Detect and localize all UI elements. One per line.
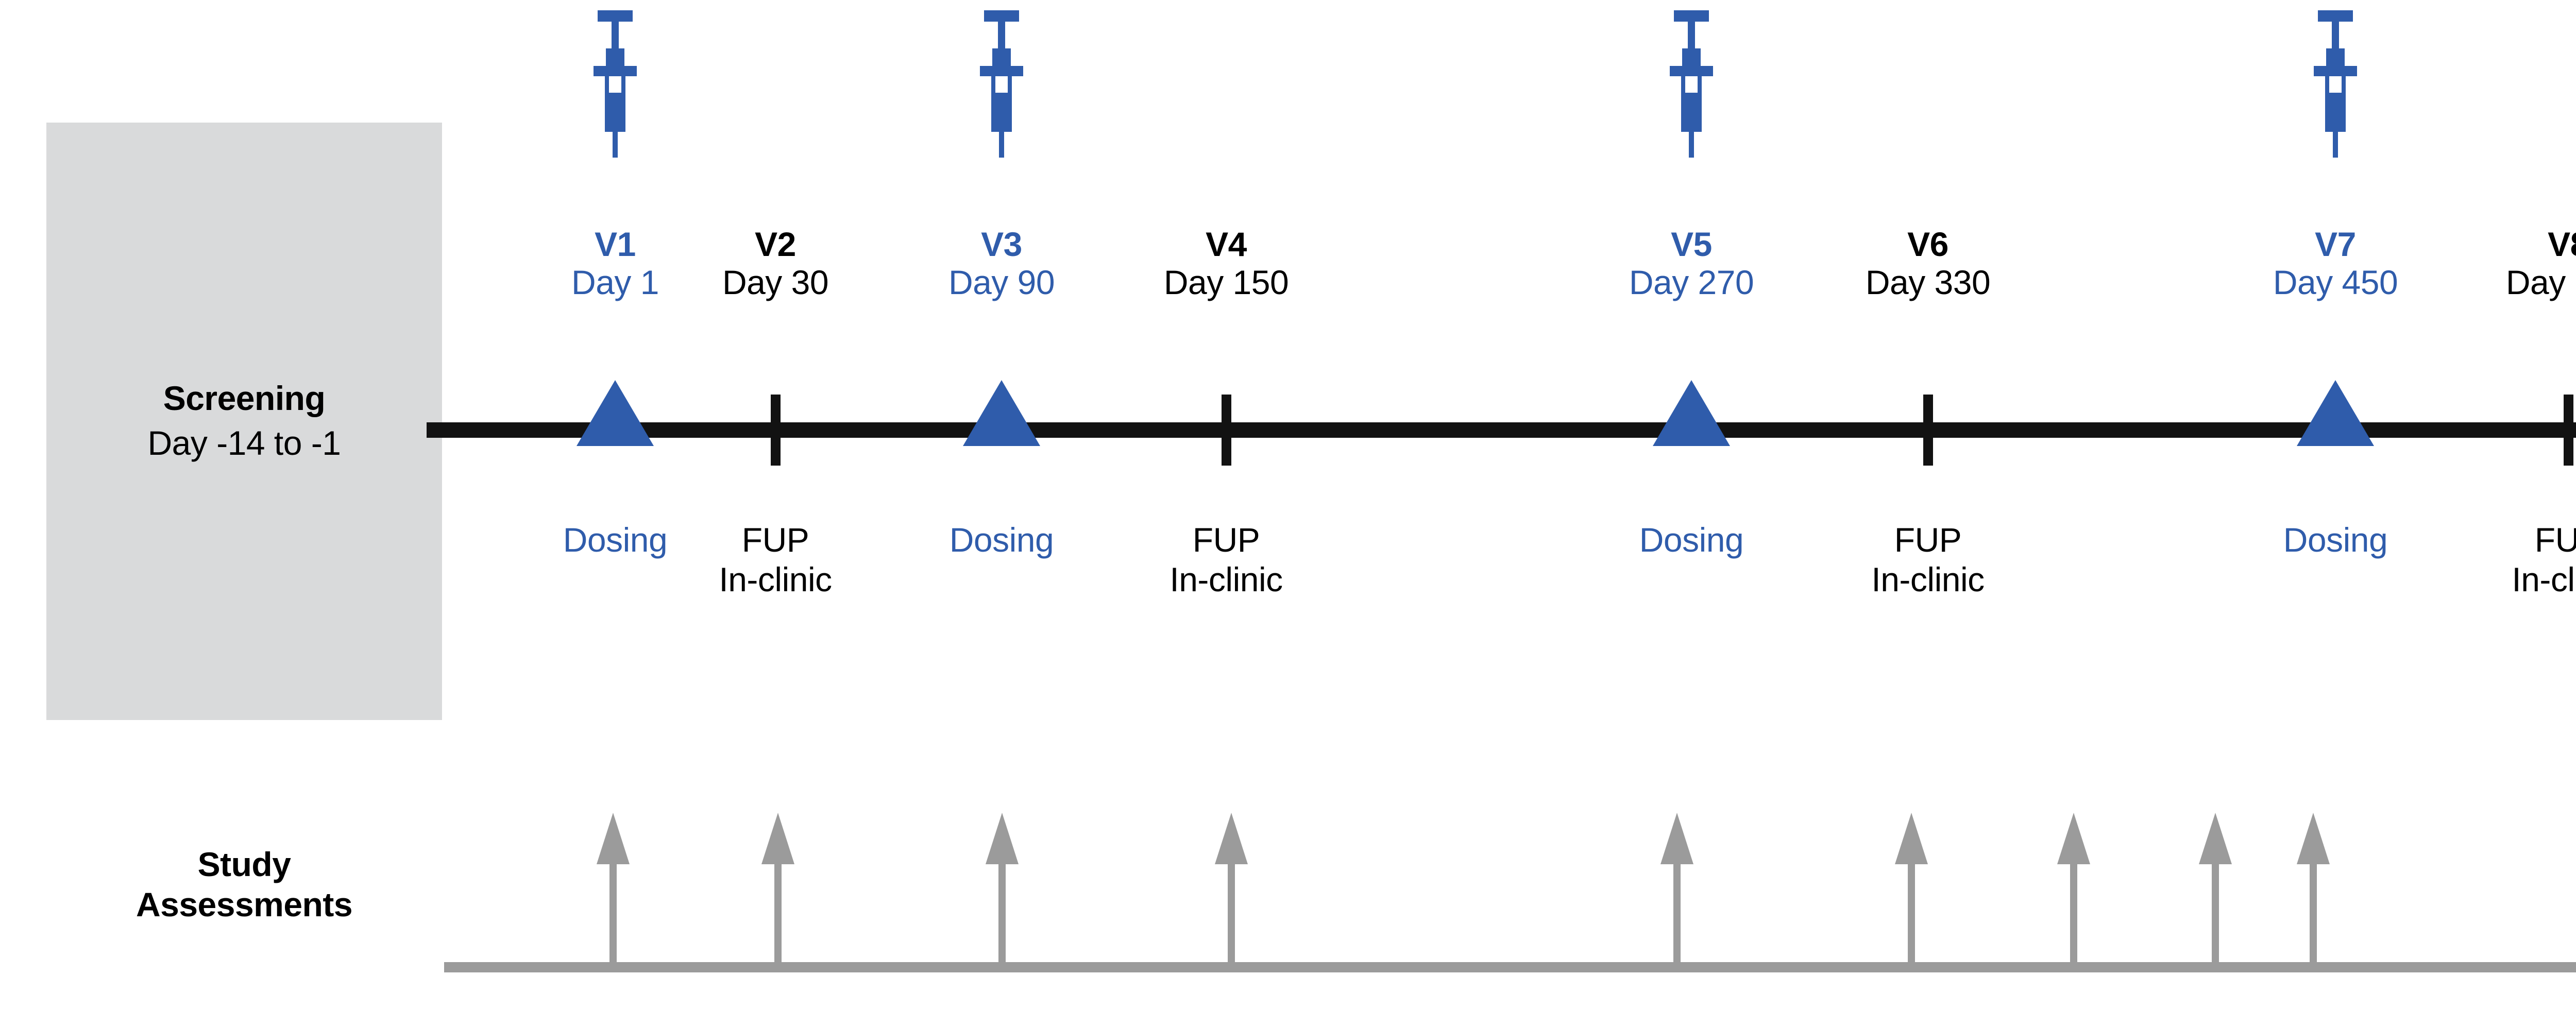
fup-tick-v2 <box>771 395 781 466</box>
visit-sublabel-line1-v8: FUP <box>2534 521 2576 559</box>
arrow-stem <box>2310 860 2317 969</box>
visit-sublabel-line2-v4: In-clinic <box>1170 560 1283 599</box>
arrow-stem <box>1228 860 1235 969</box>
fup-tick-v4 <box>1222 395 1231 466</box>
visit-sublabel-v5: Dosing <box>1639 520 1744 560</box>
visit-day-v1: Day 1 <box>571 263 659 301</box>
study-assessment-arrow <box>2191 813 2240 969</box>
study-assessment-arrow <box>2289 813 2338 969</box>
arrow-stem <box>774 860 782 969</box>
screening-box: Screening Day -14 to -1 <box>46 123 442 720</box>
visit-sublabel-v7: Dosing <box>2283 520 2388 560</box>
arrow-stem <box>609 860 617 969</box>
syringe-icon <box>977 4 1026 159</box>
visit-day-v6: Day 330 <box>1865 263 1991 301</box>
visit-id-v5: V5 <box>1671 225 1712 263</box>
visit-id-v3: V3 <box>981 225 1022 263</box>
visit-sublabel-line1-v4: FUP <box>1192 521 1260 559</box>
visit-sublabel-line2-v6: In-clinic <box>1871 560 1985 599</box>
arrow-up-icon <box>1215 813 1248 864</box>
visit-sublabel-v1: Dosing <box>563 520 668 560</box>
visit-label-v8: V8Day 510 <box>2505 225 2576 302</box>
syringe-icon <box>1667 4 1716 159</box>
study-assessment-arrow <box>1652 813 1702 969</box>
visit-day-v7: Day 450 <box>2273 263 2398 301</box>
study-assessment-arrow <box>753 813 803 969</box>
arrow-up-icon <box>1660 813 1693 864</box>
study-assessment-arrow <box>1887 813 1936 969</box>
visit-day-v8: Day 510 <box>2505 263 2576 301</box>
arrow-stem <box>998 860 1006 969</box>
visit-sublabel-v3: Dosing <box>950 520 1054 560</box>
visit-sublabel-line2-v2: In-clinic <box>719 560 832 599</box>
fup-tick-v8 <box>2564 395 2573 466</box>
visit-sublabel-line1-v7: Dosing <box>2283 521 2388 559</box>
arrow-stem <box>1673 860 1681 969</box>
arrow-up-icon <box>986 813 1019 864</box>
visit-id-v8: V8 <box>2548 225 2576 263</box>
arrow-up-icon <box>2057 813 2090 864</box>
arrow-stem <box>2070 860 2077 969</box>
arrow-stem <box>2212 860 2219 969</box>
visit-id-v1: V1 <box>595 225 636 263</box>
syringe-icon <box>2311 4 2360 159</box>
visit-sublabel-line1-v6: FUP <box>1894 521 1962 559</box>
study-assessment-arrow <box>977 813 1027 969</box>
visit-id-v2: V2 <box>755 225 796 263</box>
visit-sublabel-line1-v2: FUP <box>741 521 809 559</box>
arrow-up-icon <box>597 813 630 864</box>
arrow-up-icon <box>2297 813 2330 864</box>
visit-sublabel-line2-v8: In-clinic <box>2512 560 2576 599</box>
fup-tick-v6 <box>1923 395 1933 466</box>
study-assessments-baseline <box>444 962 2576 972</box>
visit-day-v5: Day 270 <box>1629 263 1754 301</box>
study-assessments-label-line2: Assessments <box>135 885 353 923</box>
visit-sublabel-line1-v5: Dosing <box>1639 521 1744 559</box>
study-assessments-label-line1: Study <box>197 845 291 883</box>
dosing-marker-v1 <box>577 380 654 446</box>
visit-id-v6: V6 <box>1907 225 1948 263</box>
syringe-icon <box>590 4 640 159</box>
study-assessment-arrow <box>588 813 638 969</box>
screening-title: Screening <box>163 379 326 417</box>
dosing-marker-v7 <box>2297 380 2374 446</box>
timeline-axis-line <box>427 422 2576 438</box>
screening-subtitle: Day -14 to -1 <box>147 423 342 462</box>
arrow-stem <box>1908 860 1915 969</box>
visit-day-v2: Day 30 <box>722 263 829 301</box>
study-assessments-label: Study Assessments <box>46 845 442 925</box>
arrow-up-icon <box>1895 813 1928 864</box>
visit-sublabel-line1-v1: Dosing <box>563 521 668 559</box>
visit-day-v3: Day 90 <box>948 263 1055 301</box>
dosing-marker-v3 <box>963 380 1040 446</box>
visit-id-v7: V7 <box>2315 225 2356 263</box>
dosing-marker-v5 <box>1653 380 1730 446</box>
arrow-up-icon <box>2199 813 2232 864</box>
study-assessment-arrow <box>2049 813 2098 969</box>
visit-day-v4: Day 150 <box>1163 263 1289 301</box>
arrow-up-icon <box>761 813 794 864</box>
visit-sublabel-line1-v3: Dosing <box>949 521 1054 559</box>
visit-id-v4: V4 <box>1206 225 1247 263</box>
study-assessment-arrow <box>1207 813 1256 969</box>
